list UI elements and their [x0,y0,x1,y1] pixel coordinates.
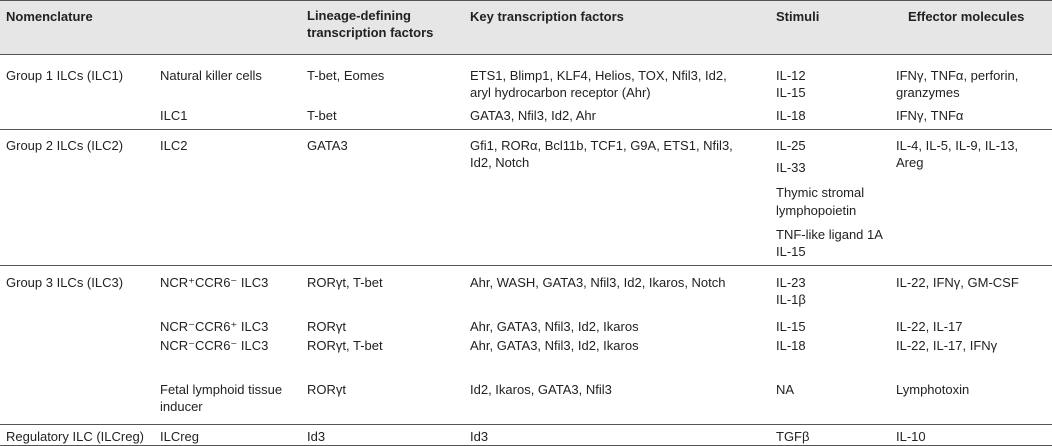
ilc2-stimulus-2: IL-33 [776,160,806,175]
ilc1-stimuli: IL-18 [776,108,806,123]
ilc2-lineage: GATA3 [307,138,348,153]
group2-rule [0,265,1052,266]
header-key-tf: Key transcription factors [470,9,624,24]
ilc1-tf: GATA3, Nfil3, Id2, Ahr [470,108,596,123]
nk-cells-effector: IFNγ, TNFα, perforin, granzymes [896,67,1018,101]
ilc3-r4-stimuli: NA [776,382,795,397]
header-stimuli: Stimuli [776,9,820,24]
nk-cells-lineage: T-bet, Eomes [307,68,385,83]
ilc3-r3-tf: Ahr, GATA3, Nfil3, Id2, Ikaros [470,338,639,353]
ilc1-effector: IFNγ, TNFα [896,108,964,123]
ilcreg-lineage: Id3 [307,429,326,444]
ilcreg-name: ILCreg [160,429,200,444]
ilc3-r1-tf: Ahr, WASH, GATA3, Nfil3, Id2, Ikaros, No… [470,275,726,290]
header-lineage-line1: Lineage-defining [307,8,411,23]
ilc2-tf: Gfi1, RORα, Bcl11b, TCF1, G9A, ETS1, Nfi… [470,137,733,171]
ilc3-r4-name-line2: inducer [160,399,203,414]
header-rule [0,54,1052,55]
header-lineage-line2: transcription factors [307,25,434,40]
ilc2-stimulus-3: Thymic stromal [776,185,865,200]
nk-cells-stimuli-line1: IL-12 [776,68,806,83]
ilcreg-stimuli: TGFβ [776,429,810,444]
ilc3-r4-lineage: RORγt [307,382,346,397]
ilc3-r3-stimuli: IL-18 [776,338,806,353]
nk-cells-stimuli-line2: IL-15 [776,85,806,100]
ilc3-r1-effector: IL-22, IFNγ, GM-CSF [896,275,1019,290]
nk-cells-effector-line1: IFNγ, TNFα, perforin, [896,68,1019,83]
nk-cells-effector-line2: granzymes [896,85,960,100]
ilc1-lineage: T-bet [307,108,337,123]
table-header-background [0,0,1052,54]
ilc3-r3-name: NCR⁻CCR6⁻ ILC3 [160,338,269,353]
ilcreg-effector: IL-10 [896,429,926,444]
ilc3-r1-stimuli: IL-23 IL-1β [776,274,806,308]
ilc2-effector-line1: IL-4, IL-5, IL-9, IL-13, [896,138,1019,153]
ilc2-effector-line2: Areg [896,155,924,170]
group1-label: Group 1 ILCs (ILC1) [6,68,124,83]
ilc3-r2-lineage: RORγt [307,319,346,334]
ilc1-name: ILC1 [160,108,188,123]
ilc3-r4-effector: Lymphotoxin [896,382,970,397]
nk-cells-tf-line2: aryl hydrocarbon receptor (Ahr) [470,85,651,100]
ilc3-r2-stimuli: IL-15 [776,319,806,334]
ilc3-r1-lineage: RORγt, T-bet [307,275,383,290]
header-lineage: Lineage-defining transcription factors [307,7,433,41]
ilc3-r2-name: NCR⁻CCR6⁺ ILC3 [160,319,269,334]
nk-cells-tf-line1: ETS1, Blimp1, KLF4, Helios, TOX, Nfil3, … [470,68,727,83]
ilc3-r4-name-line1: Fetal lymphoid tissue [160,382,283,397]
ilc2-stimulus-4: TNF-like ligand 1A [776,227,883,242]
ilc3-r1-stimuli-line1: IL-23 [776,275,806,290]
ilc2-effector: IL-4, IL-5, IL-9, IL-13, Areg [896,137,1018,171]
ilc3-r4-tf: Id2, Ikaros, GATA3, Nfil3 [470,382,612,397]
ilc2-stimulus-3b: lymphopoietin [776,203,857,218]
group3-rule [0,424,1052,425]
group3-label: Group 3 ILCs (ILC3) [6,275,124,290]
group1-rule [0,129,1052,130]
ilc3-r1-stimuli-line2: IL-1β [776,292,806,307]
nk-cells-name: Natural killer cells [160,68,262,83]
nk-cells-tf: ETS1, Blimp1, KLF4, Helios, TOX, Nfil3, … [470,67,727,101]
header-effector: Effector molecules [908,9,1025,24]
ilc3-r1-name: NCR⁺CCR6⁻ ILC3 [160,275,269,290]
ilc2-stimulus-1: IL-25 [776,138,806,153]
ilc3-r2-tf: Ahr, GATA3, Nfil3, Id2, Ikaros [470,319,639,334]
ilcreg-tf: Id3 [470,429,489,444]
ilc2-tf-line1: Gfi1, RORα, Bcl11b, TCF1, G9A, ETS1, Nfi… [470,138,733,153]
nk-cells-stimuli: IL-12 IL-15 [776,67,806,101]
top-rule [0,0,1052,1]
ilc3-r2-effector: IL-22, IL-17 [896,319,963,334]
ilc3-r3-lineage: RORγt, T-bet [307,338,383,353]
ilc2-name: ILC2 [160,138,188,153]
header-nomenclature: Nomenclature [6,9,93,24]
ilc3-r4-name: Fetal lymphoid tissue inducer [160,381,282,415]
ilc2-tf-line2: Id2, Notch [470,155,530,170]
group2-label: Group 2 ILCs (ILC2) [6,138,124,153]
regulatory-group-label: Regulatory ILC (ILCreg) [6,429,144,444]
ilc3-r3-effector: IL-22, IL-17, IFNγ [896,338,998,353]
ilc2-stimulus-5: IL-15 [776,244,806,259]
